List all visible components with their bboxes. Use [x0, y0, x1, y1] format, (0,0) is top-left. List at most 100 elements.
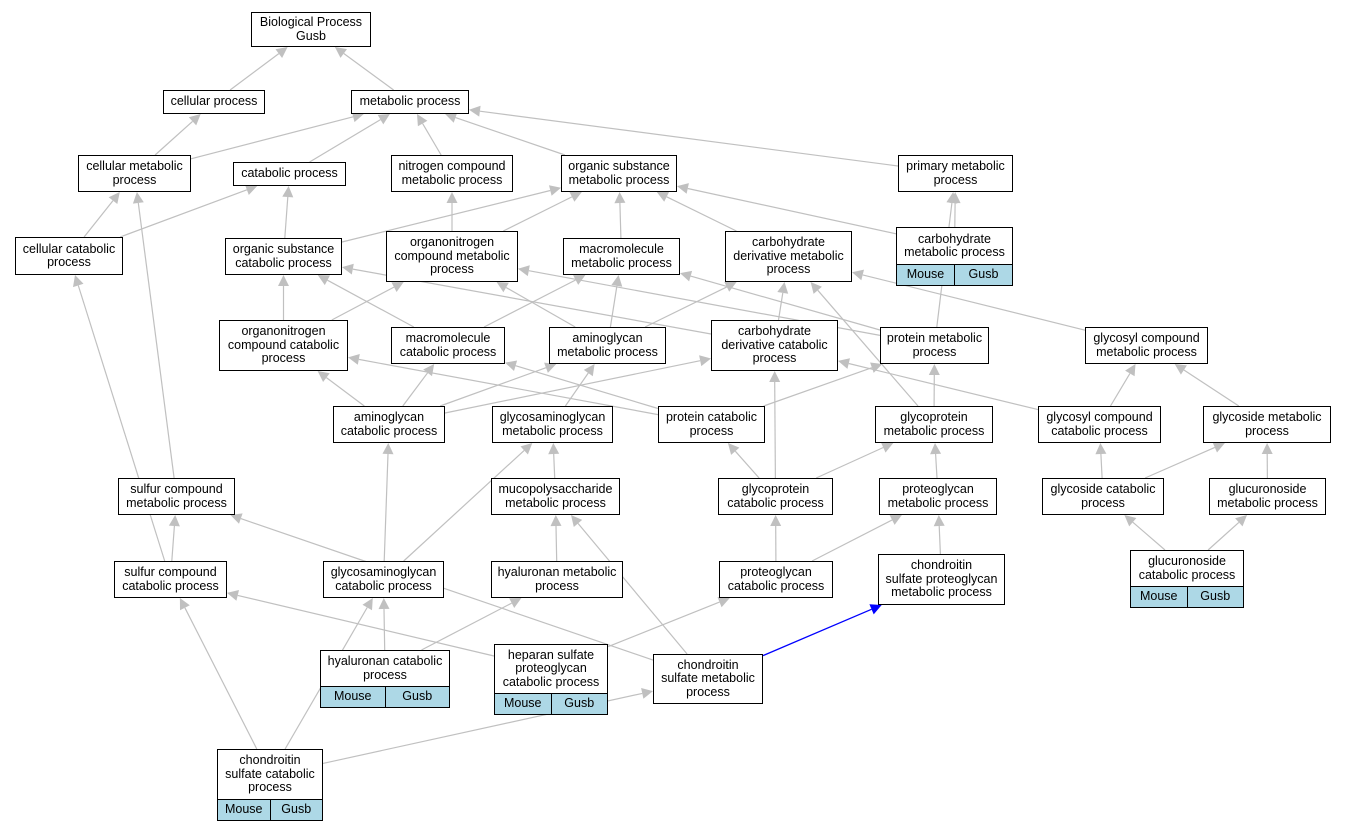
edge-arrowhead: [378, 598, 390, 610]
go-term-label-line: metabolic process: [1217, 495, 1318, 510]
go-term-label-line: compound catabolic: [227, 337, 340, 352]
go-term-label-line: proteoglycan: [515, 661, 587, 676]
edge-proteoglycan-cat-to-proteoglycan-met: [811, 519, 893, 562]
edge-macro-cat-to-org-sub-cat: [327, 279, 415, 328]
go-term-label-line: catabolic process: [727, 578, 825, 593]
edge-arrowhead: [727, 443, 740, 455]
edge-arrowhead: [656, 191, 670, 202]
go-term-label-line: heparan sulfate: [507, 647, 595, 662]
go-term-label-line: metabolic process: [505, 495, 606, 510]
go-term-label: metabolic process: [352, 91, 468, 113]
species-tag: Mouse: [218, 800, 270, 820]
go-term-label-line: glycoprotein: [741, 482, 810, 496]
go-term-label-line: compound metabolic: [394, 248, 510, 263]
go-term-label-line: metabolic process: [1096, 344, 1197, 359]
edge-arrowhead: [770, 515, 782, 526]
go-term-label-line: sulfate catabolic: [225, 766, 315, 781]
go-term-label-line: carbohydrate: [738, 324, 811, 339]
go-term-label-line: catabolic process: [122, 578, 219, 593]
go-term-label-line: process: [248, 780, 292, 795]
go-term-label-line: glycosaminoglycan: [330, 565, 437, 579]
go-term-label-line: organic substance: [568, 159, 670, 173]
edge-gag-cat-to-amino-cat: [383, 453, 389, 562]
edge-arrowhead: [889, 515, 902, 525]
edge-arrowhead: [496, 282, 509, 293]
go-term-label-line: organonitrogen: [241, 324, 326, 339]
go-term-label-line: sulfate metabolic: [661, 671, 755, 686]
go-term-label-line: glucuronoside: [1148, 554, 1226, 568]
edge-cell-cat-to-cell-met: [83, 200, 114, 238]
edge-amino-cat-to-macro-cat: [402, 372, 429, 407]
go-term-label-line: macromolecule: [405, 331, 491, 345]
edge-amino-met-to-carb-der-met: [644, 286, 728, 328]
go-term-label-line: catabolic process: [335, 578, 432, 593]
edge-proteoglycan-met-to-glycoprot-met: [935, 453, 938, 479]
edge-arrowhead: [569, 192, 582, 202]
edge-cellular-to-bp: [229, 53, 280, 91]
edge-cs-cat-to-sulfur-cat: [184, 607, 258, 750]
edge-arrowhead: [549, 185, 561, 196]
go-term-label-line: glucuronoside: [1228, 482, 1307, 496]
edge-carb-met-to-org-sub: [687, 187, 897, 235]
go-term-label: catabolic process: [234, 163, 345, 185]
edge-sulfur-cat-to-sulfur-met: [171, 525, 175, 562]
go-term-label-line: process: [689, 423, 734, 438]
edge-arrowhead: [838, 358, 850, 369]
edge-arrowhead: [614, 192, 626, 204]
edge-arrowhead: [417, 114, 428, 127]
gene-tag: Gusb: [1186, 587, 1243, 607]
edge-arrowhead: [869, 604, 882, 615]
edge-arrowhead: [446, 192, 458, 203]
edge-arrowhead: [73, 275, 84, 288]
species-tag: Mouse: [321, 687, 385, 707]
edge-arrowhead: [680, 270, 693, 282]
go-term-label-line: mucopolysaccharide: [498, 482, 613, 496]
edge-arrowhead: [445, 112, 458, 123]
go-term-label-line: proteoglycan: [740, 565, 812, 579]
edge-arrowhead: [1124, 515, 1137, 527]
species-tag: Mouse: [897, 265, 954, 285]
go-term-label-line: process: [1245, 423, 1289, 438]
go-term-label-line: sulfur compound: [124, 565, 217, 579]
go-term-label-line: glycosyl compound: [1046, 410, 1153, 424]
edge-cs-pg-met-to-proteoglycan-met: [938, 525, 941, 555]
edge-amino-cat-to-amino-met: [439, 367, 547, 407]
edge-glycoside-cat-to-glycosyl-cat: [1100, 453, 1103, 479]
go-term-label-line: catabolic process: [235, 255, 332, 270]
go-term-label-line: cellular metabolic: [86, 159, 183, 173]
go-term-catabolic: catabolic process: [233, 162, 346, 186]
